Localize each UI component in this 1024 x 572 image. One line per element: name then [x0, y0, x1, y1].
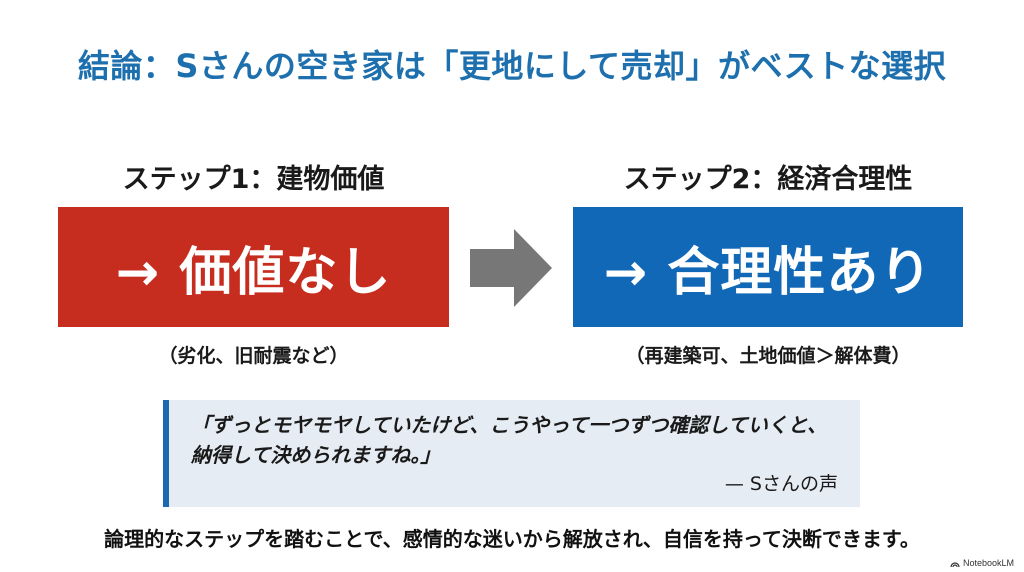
watermark-label: NotebookLM	[962, 558, 1014, 568]
watermark: NotebookLM	[950, 558, 1014, 568]
conclusion-text: 論理的なステップを踏むことで、感情的な迷いから解放され、自信を持って決断できます…	[104, 527, 920, 551]
step-2-result-box: → 合理性あり	[573, 207, 963, 327]
step-2-result-text: → 合理性あり	[603, 242, 933, 303]
slide-title: 結論：Sさんの空き家は「更地にして売却」がベストな選択	[77, 47, 947, 85]
step-1-note: （劣化、旧耐震など）	[158, 345, 349, 367]
right-arrow-icon	[470, 229, 552, 307]
notebooklm-logo-icon	[950, 562, 960, 567]
quote-text: 「ずっとモヤモヤしていたけど、こうやって一つずつ確認していくと、納得して決められ…	[191, 413, 827, 467]
testimonial-quote-box: 「ずっとモヤモヤしていたけど、こうやって一つずつ確認していくと、納得して決められ…	[163, 400, 860, 507]
step-2-note: （再建築可、土地価値＞解体費）	[625, 345, 911, 367]
step-1-result-text: → 価値なし	[115, 242, 392, 303]
step-1-result-box: → 価値なし	[58, 207, 449, 327]
step-2-label: ステップ2：経済合理性	[623, 164, 913, 195]
step-1-label: ステップ1：建物価値	[122, 164, 385, 195]
quote-attribution: — Sさんの声	[724, 473, 838, 495]
